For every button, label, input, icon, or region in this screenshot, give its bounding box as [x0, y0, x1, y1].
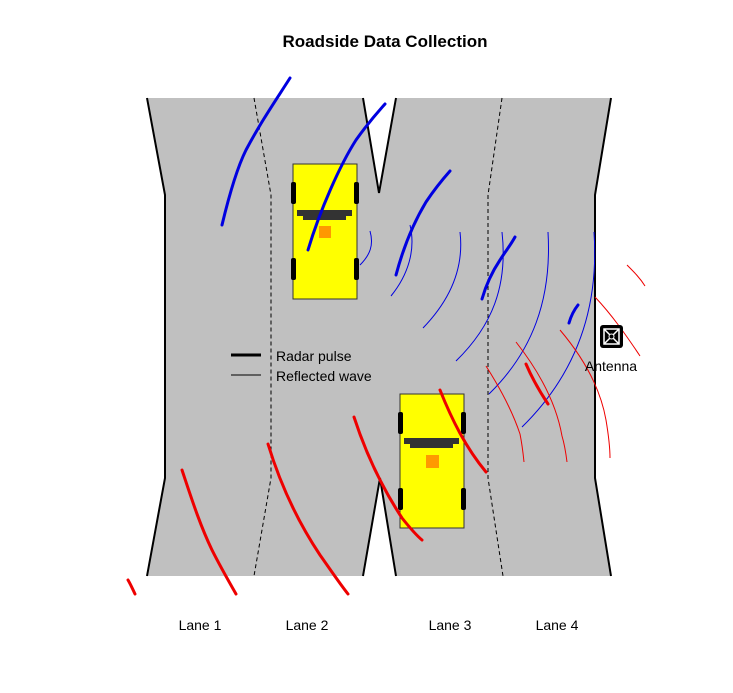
- blue-radar-pulses: [220, 76, 580, 325]
- car-lane-2: [291, 163, 359, 300]
- wheel: [291, 182, 296, 204]
- median-edge: [362, 97, 397, 194]
- radar-pulse: [524, 362, 550, 406]
- radar-pulse: [306, 102, 387, 252]
- antenna-label: Antenna: [585, 358, 637, 374]
- wheel: [354, 258, 359, 280]
- blue-reflected-waves: [359, 224, 596, 428]
- radar-pulse: [438, 388, 488, 474]
- red-radar-pulses: [126, 362, 550, 596]
- road: [146, 97, 612, 577]
- legend-pulse-label: Radar pulse: [276, 348, 352, 364]
- reflected-wave: [515, 341, 568, 463]
- radar-pulse: [220, 76, 292, 227]
- lane-divider-right: [487, 97, 504, 577]
- radar-pulse: [567, 303, 580, 325]
- car-windshield: [404, 438, 459, 448]
- road-left-carriageway: [147, 98, 611, 576]
- diagram-title: Roadside Data Collection: [283, 32, 488, 51]
- radar-pulse: [394, 169, 452, 277]
- car-lane-3: [398, 393, 466, 529]
- lane-label-4: Lane 4: [536, 617, 579, 633]
- lane-label-2: Lane 2: [286, 617, 329, 633]
- wheel: [461, 412, 466, 434]
- reflected-wave: [626, 264, 646, 287]
- car-light: [426, 455, 439, 468]
- wheel: [354, 182, 359, 204]
- car-light: [319, 226, 331, 238]
- lane-label-1: Lane 1: [179, 617, 222, 633]
- reflected-wave: [390, 224, 413, 297]
- legend: Radar pulse Reflected wave: [231, 348, 372, 384]
- wheel: [461, 488, 466, 510]
- reflected-wave: [521, 231, 596, 428]
- radar-pulse: [266, 442, 350, 596]
- lane-label-3: Lane 3: [429, 617, 472, 633]
- reflected-wave: [485, 365, 525, 463]
- reflected-wave: [359, 230, 373, 266]
- reflected-wave: [488, 231, 549, 395]
- lane-divider-left: [253, 97, 272, 577]
- radar-pulse: [180, 468, 238, 596]
- reflected-wave: [559, 329, 611, 459]
- road-edge-left: [146, 97, 166, 577]
- antenna: Antenna: [585, 325, 637, 374]
- wheel: [398, 488, 403, 510]
- radar-pulse: [126, 578, 137, 596]
- wheel: [398, 412, 403, 434]
- legend-reflected-label: Reflected wave: [276, 368, 372, 384]
- radar-pulse: [352, 415, 424, 542]
- wheel: [291, 258, 296, 280]
- antenna-icon: [600, 325, 623, 348]
- lane-labels: Lane 1 Lane 2 Lane 3 Lane 4: [179, 617, 579, 633]
- radar-pulse: [480, 235, 517, 301]
- road-edge-right: [594, 97, 612, 577]
- car-windshield: [297, 210, 352, 220]
- reflected-wave: [422, 231, 462, 329]
- reflected-wave: [455, 231, 504, 362]
